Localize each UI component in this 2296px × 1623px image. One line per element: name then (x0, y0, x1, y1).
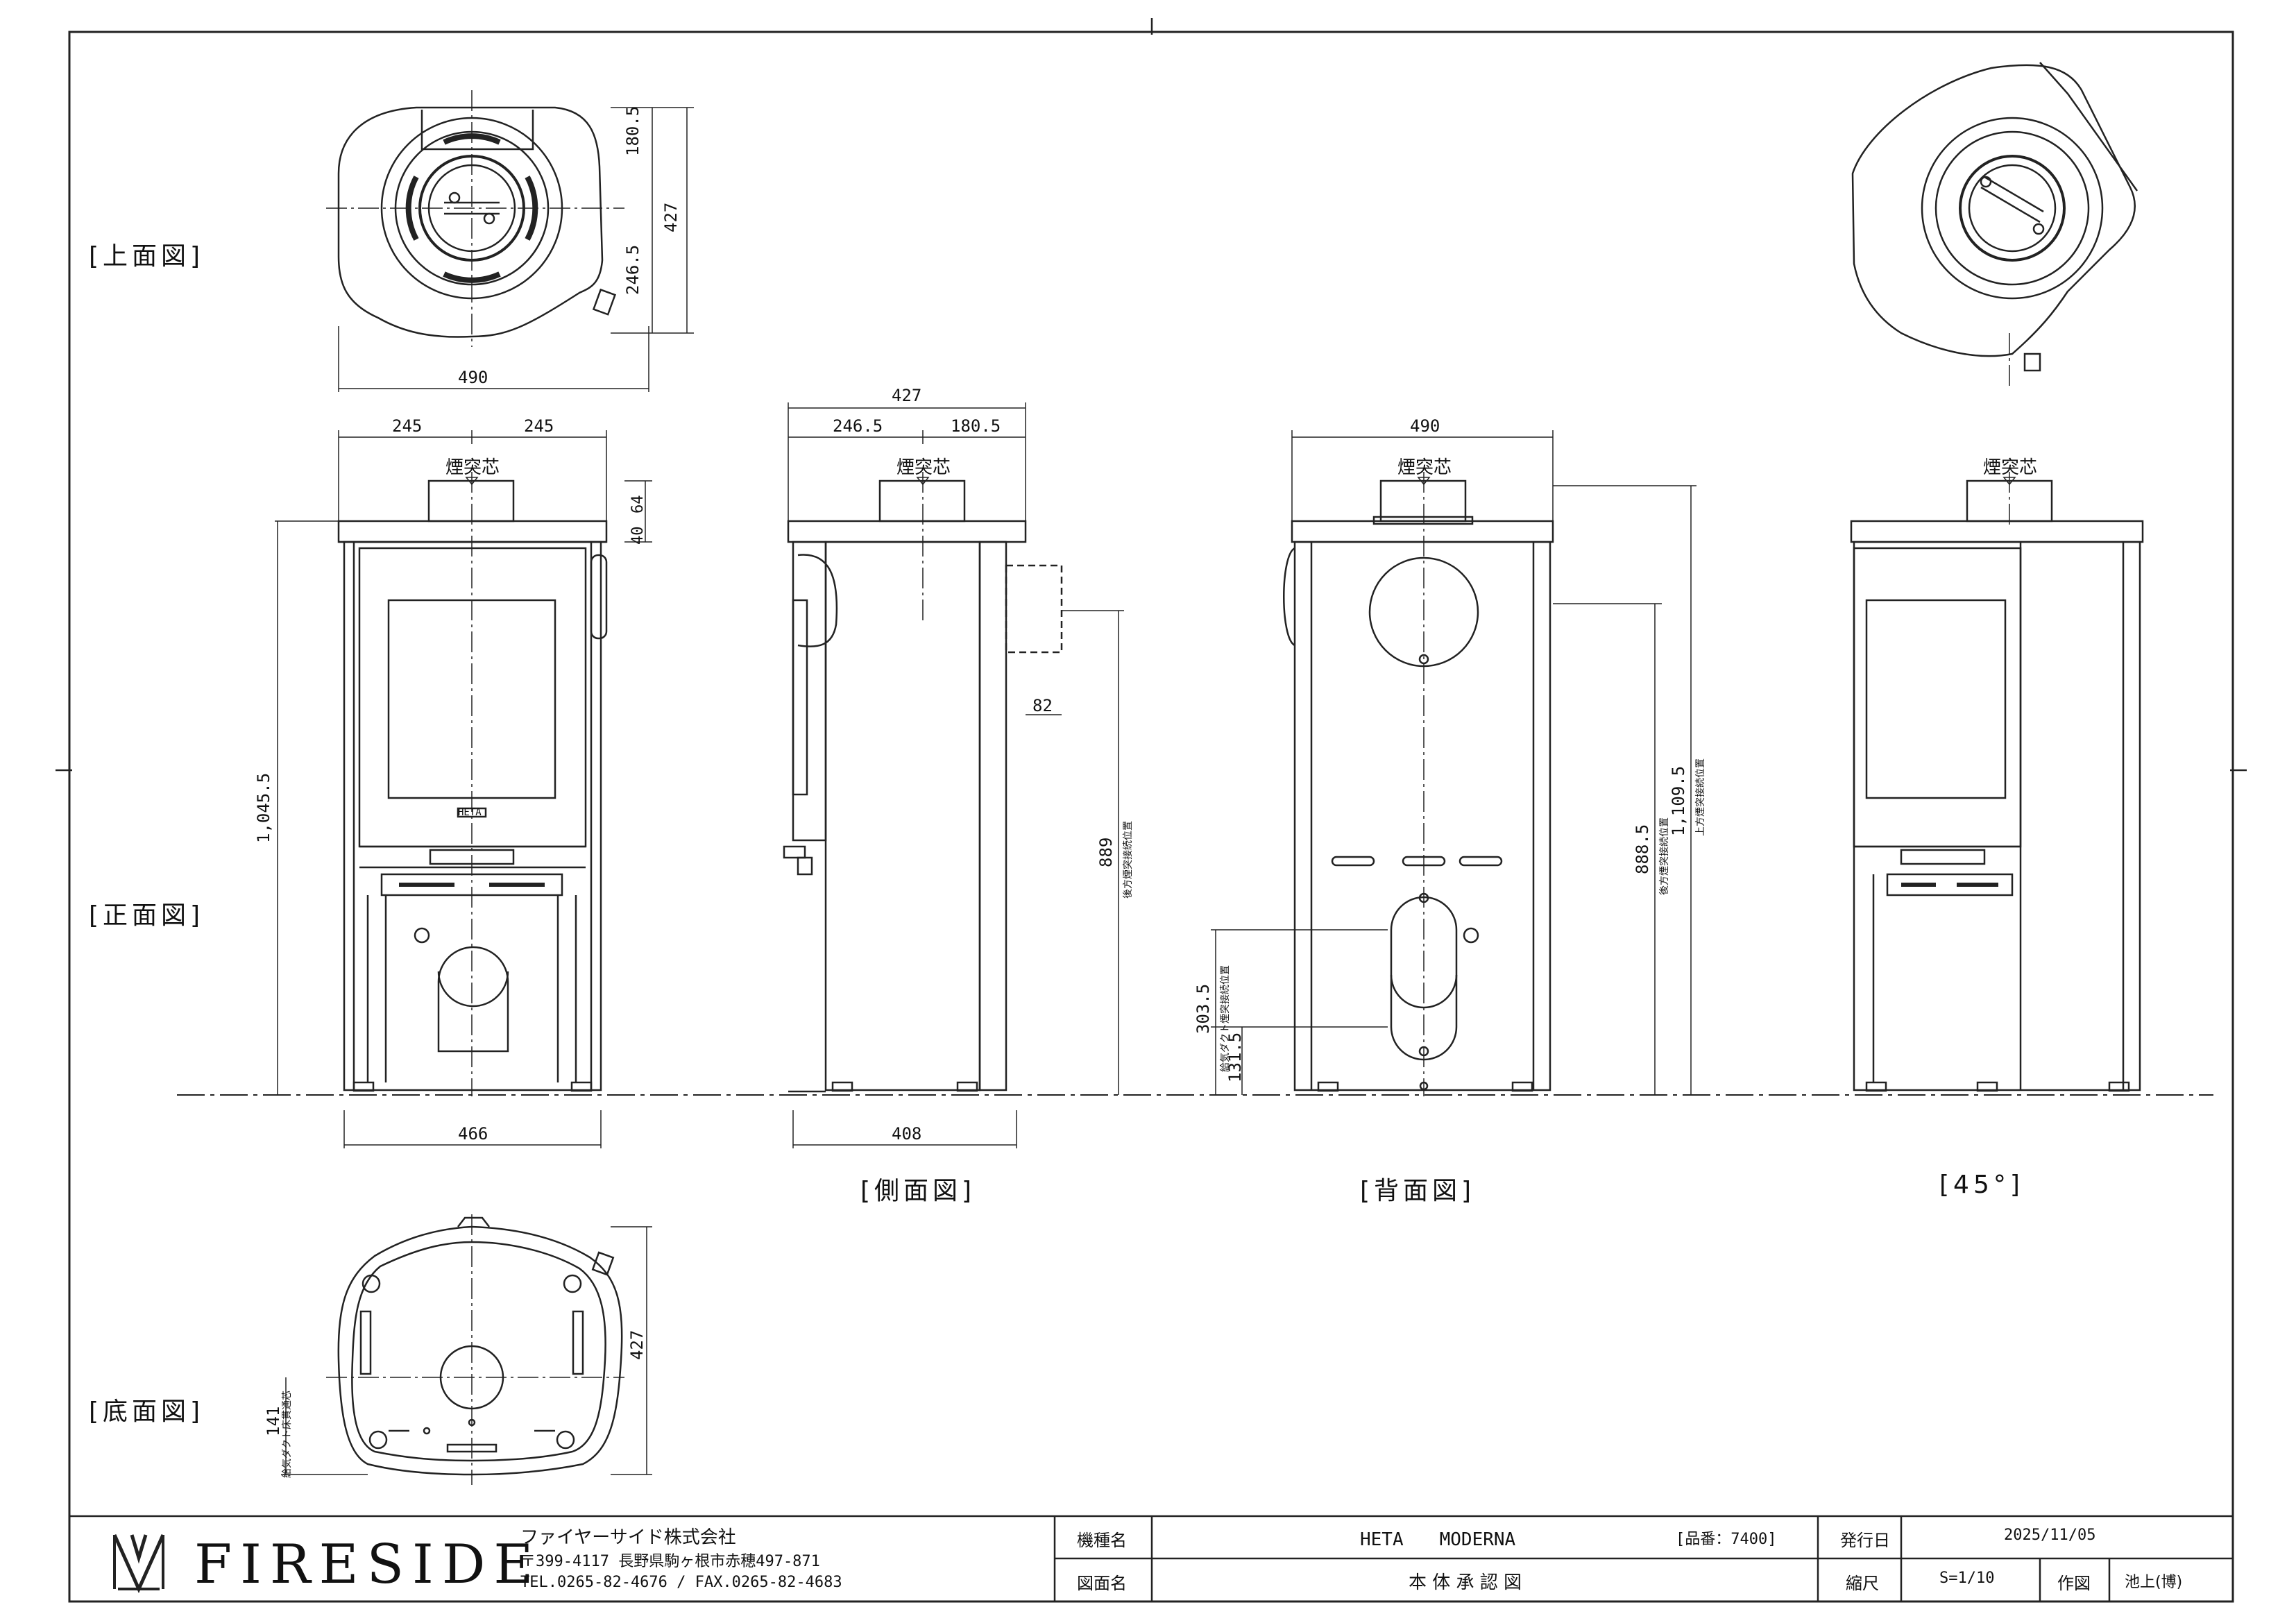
side-chimney-label: 煙突芯 (896, 457, 951, 478)
dim-back-490: 490 (1410, 416, 1440, 436)
dim-bottom-141: 141 (264, 1407, 283, 1436)
fireside-logo: FIRESIDE (194, 1533, 542, 1596)
dim-back-888: 888.5 (1633, 824, 1652, 874)
dim-back-303-note: 給気ダクト煙突接続位置 (1219, 965, 1231, 1072)
dim-side-246: 246.5 (833, 416, 883, 436)
dim-front-245b: 245 (524, 416, 554, 436)
issue-label: 発行日 (1840, 1531, 1890, 1550)
view-label-front: [正面図] (89, 901, 205, 930)
dim-front-245a: 245 (392, 416, 422, 436)
side-view-drawing (783, 402, 1124, 1148)
dim-bottom-427: 427 (627, 1330, 647, 1360)
back-view-drawing (1211, 430, 1697, 1096)
dim-back-1109: 1,109.5 (1669, 766, 1688, 836)
dim-side-889: 889 (1096, 838, 1116, 867)
angle-chimney-label: 煙突芯 (1983, 457, 2037, 478)
front-view-drawing (275, 430, 652, 1148)
drawing-label: 図面名 (1077, 1574, 1127, 1593)
top-view-drawing (326, 90, 694, 392)
dim-side-408: 408 (892, 1124, 921, 1144)
dim-back-1109-note: 上方煙突接続位置 (1694, 758, 1706, 836)
drawing-value: 本 体 承 認 図 (1409, 1572, 1522, 1593)
dim-side-427: 427 (892, 386, 921, 405)
issue-date: 2025/11/05 (2004, 1527, 2096, 1544)
bottom-view-drawing (281, 1214, 652, 1485)
angle-view-drawing (1850, 62, 2144, 1092)
dim-front-64: 64 (629, 495, 647, 514)
scale-value: S=1/10 (1939, 1570, 1995, 1587)
dim-front-466: 466 (458, 1124, 488, 1144)
back-chimney-label: 煙突芯 (1397, 457, 1452, 478)
dim-front-height: 1,045.5 (254, 773, 273, 843)
view-label-bottom: [底面図] (89, 1397, 205, 1426)
model-value: HETA MODERNA (1360, 1529, 1516, 1550)
scale-label: 縮尺 (1846, 1574, 1879, 1593)
part-number: [品番：7400] (1676, 1531, 1777, 1548)
sheet-border (68, 31, 2234, 1603)
company-address: 〒399-4117 長野県駒ヶ根市赤穂497-871 (520, 1553, 820, 1570)
dim-back-888-note: 後方煙突接続位置 (1658, 817, 1670, 895)
model-label: 機種名 (1077, 1531, 1127, 1550)
view-label-angle: [45°] (1939, 1171, 2024, 1199)
view-label-back: [背面図] (1360, 1177, 1476, 1205)
view-label-side: [側面図] (860, 1177, 976, 1205)
dim-side-889-note: 後方煙突接続位置 (1122, 821, 1134, 899)
dim-top-180: 180.5 (623, 106, 643, 156)
dim-bottom-141-note: 給気ダクト床貫通芯 (282, 1391, 293, 1478)
stove-badge: HETA (458, 807, 482, 818)
dim-top-490: 490 (458, 368, 488, 387)
dim-back-303: 303.5 (1193, 984, 1213, 1034)
drawer-label: 作図 (2057, 1574, 2091, 1593)
title-block-grid (69, 1515, 2233, 1601)
company-name: ファイヤーサイド株式会社 (520, 1527, 736, 1548)
front-chimney-label: 煙突芯 (445, 457, 500, 478)
dim-front-40: 40 (629, 527, 647, 545)
dim-top-427: 427 (661, 203, 681, 232)
dim-side-180: 180.5 (951, 416, 1001, 436)
company-contact: TEL.0265-82-4676 / FAX.0265-82-4683 (520, 1574, 842, 1591)
drawer-value: 池上(博) (2125, 1574, 2183, 1591)
dim-back-131: 131.5 (1225, 1033, 1245, 1082)
dim-top-246: 246.5 (623, 245, 643, 295)
view-label-top: [上面図] (89, 242, 205, 271)
dim-side-82: 82 (1032, 696, 1053, 715)
